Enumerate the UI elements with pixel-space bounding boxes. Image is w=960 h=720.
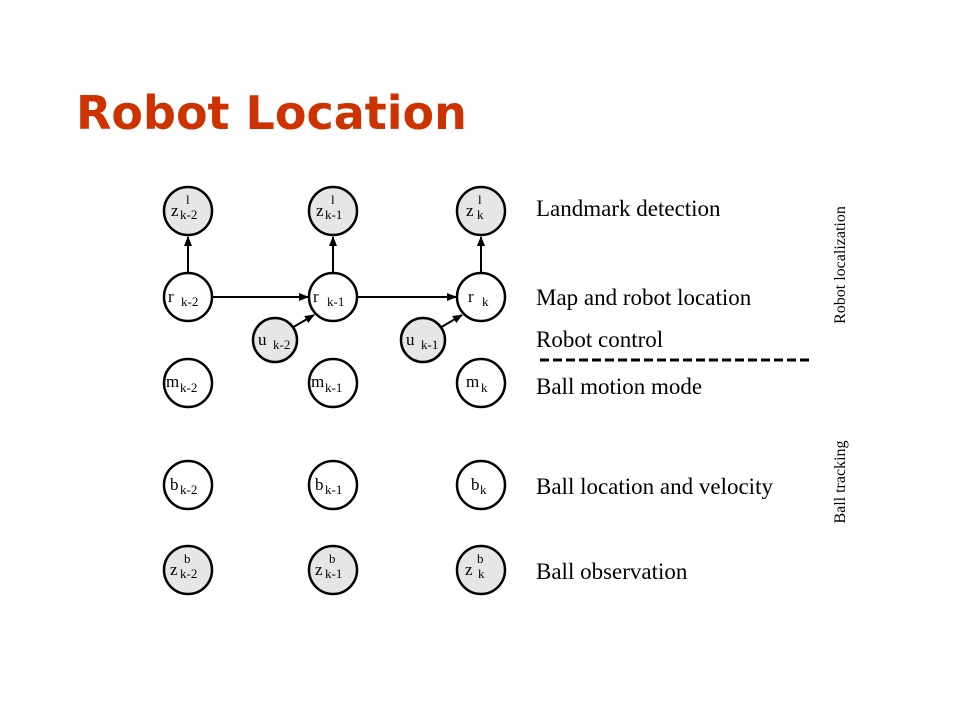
node-zb-km2: z b k-2: [162, 544, 214, 596]
node-sup: l: [331, 192, 335, 207]
ball-motion-row: m k-2 m k-1 m k: [162, 357, 507, 409]
node-sup: b: [184, 551, 191, 566]
ball-location-row: b k-2 b k-1 b k: [162, 459, 507, 511]
label-ball-location-velocity: Ball location and velocity: [536, 474, 773, 499]
label-ball-motion-mode: Ball motion mode: [536, 374, 703, 399]
node-main: r: [313, 287, 319, 306]
node-sub: k-2: [273, 337, 290, 352]
node-sup: l: [478, 192, 482, 207]
node-m-k: m k: [455, 357, 507, 409]
node-sub: k-2: [180, 482, 197, 497]
node-sub: k-2: [180, 566, 197, 581]
node-main: m: [311, 372, 324, 391]
node-main: b: [471, 475, 480, 494]
node-sub: k: [480, 482, 487, 497]
node-sub: k-2: [180, 207, 197, 222]
node-main: z: [316, 201, 324, 220]
node-main: z: [315, 560, 323, 579]
node-b-k: b k: [455, 459, 507, 511]
node-sub: k-2: [181, 294, 198, 309]
node-sub: k-1: [325, 380, 342, 395]
node-b-km1: b k-1: [307, 459, 359, 511]
node-u-km2: u k-2: [251, 316, 299, 364]
node-sub: k: [482, 294, 489, 309]
node-main: r: [168, 287, 174, 306]
node-b-km2: b k-2: [162, 459, 214, 511]
node-sub: k: [481, 380, 488, 395]
node-zb-km1: z b k-1: [307, 544, 359, 596]
node-r-km2: r k-2: [162, 271, 214, 323]
node-main: r: [468, 287, 474, 306]
label-map-robot-location: Map and robot location: [536, 285, 752, 310]
label-ball-observation: Ball observation: [536, 559, 688, 584]
node-sub: k: [477, 207, 484, 222]
node-main: u: [406, 330, 415, 349]
node-main: b: [170, 475, 179, 494]
node-r-km1: r k-1: [307, 271, 359, 323]
node-main: u: [258, 330, 267, 349]
ball-observation-row: z b k-2 z b k-1 z b k: [162, 544, 507, 596]
node-main: m: [466, 372, 479, 391]
node-sub: k: [478, 566, 485, 581]
node-r-k: r k: [455, 271, 507, 323]
node-sub: k-1: [421, 337, 438, 352]
node-main: z: [171, 201, 179, 220]
node-main: m: [166, 372, 179, 391]
robot-control-row: u k-2 u k-1: [251, 316, 447, 364]
slide-title: Robot Location: [76, 86, 467, 140]
node-sub: k-1: [327, 294, 344, 309]
node-u-km1: u k-1: [399, 316, 447, 364]
label-robot-control: Robot control: [536, 327, 664, 352]
node-sup: l: [186, 192, 190, 207]
node-sub: k-1: [325, 207, 342, 222]
landmark-observation-row: z l k-2 z l k-1 z l k: [162, 185, 507, 237]
node-zl-k: z l k: [455, 185, 507, 237]
side-label-ball-tracking: Ball tracking: [832, 440, 849, 524]
node-sup: b: [477, 551, 484, 566]
node-m-km1: m k-1: [307, 357, 359, 409]
edges: [184, 236, 485, 330]
node-main: z: [465, 560, 473, 579]
robot-location-row: r k-2 r k-1 r k: [162, 271, 507, 323]
node-main: z: [466, 201, 474, 220]
node-zl-km1: z l k-1: [307, 185, 359, 237]
node-zl-km2: z l k-2: [162, 185, 214, 237]
node-m-km2: m k-2: [162, 357, 214, 409]
label-landmark-detection: Landmark detection: [536, 196, 721, 221]
node-sup: b: [329, 551, 336, 566]
node-sub: k-1: [325, 566, 342, 581]
node-zb-k: z b k: [455, 544, 507, 596]
node-main: z: [170, 560, 178, 579]
node-sub: k-1: [325, 482, 342, 497]
node-sub: k-2: [180, 380, 197, 395]
side-label-robot-localization: Robot localization: [832, 206, 849, 324]
node-main: b: [315, 475, 324, 494]
